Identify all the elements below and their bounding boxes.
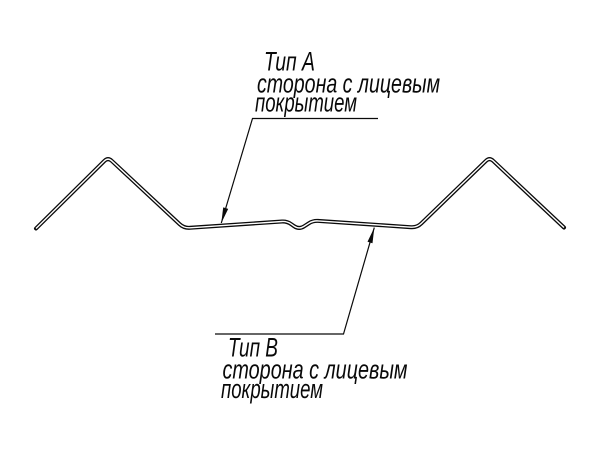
svg-text:покрытием: покрытием [221,374,323,404]
svg-text:сторона с лицевым: сторона с лицевым [223,355,408,385]
svg-text:сторона с лицевым: сторона с лицевым [257,69,440,99]
svg-text:Тип В: Тип В [228,333,278,363]
svg-text:покрытием: покрытием [255,88,357,118]
svg-text:Тип А: Тип А [264,47,315,77]
